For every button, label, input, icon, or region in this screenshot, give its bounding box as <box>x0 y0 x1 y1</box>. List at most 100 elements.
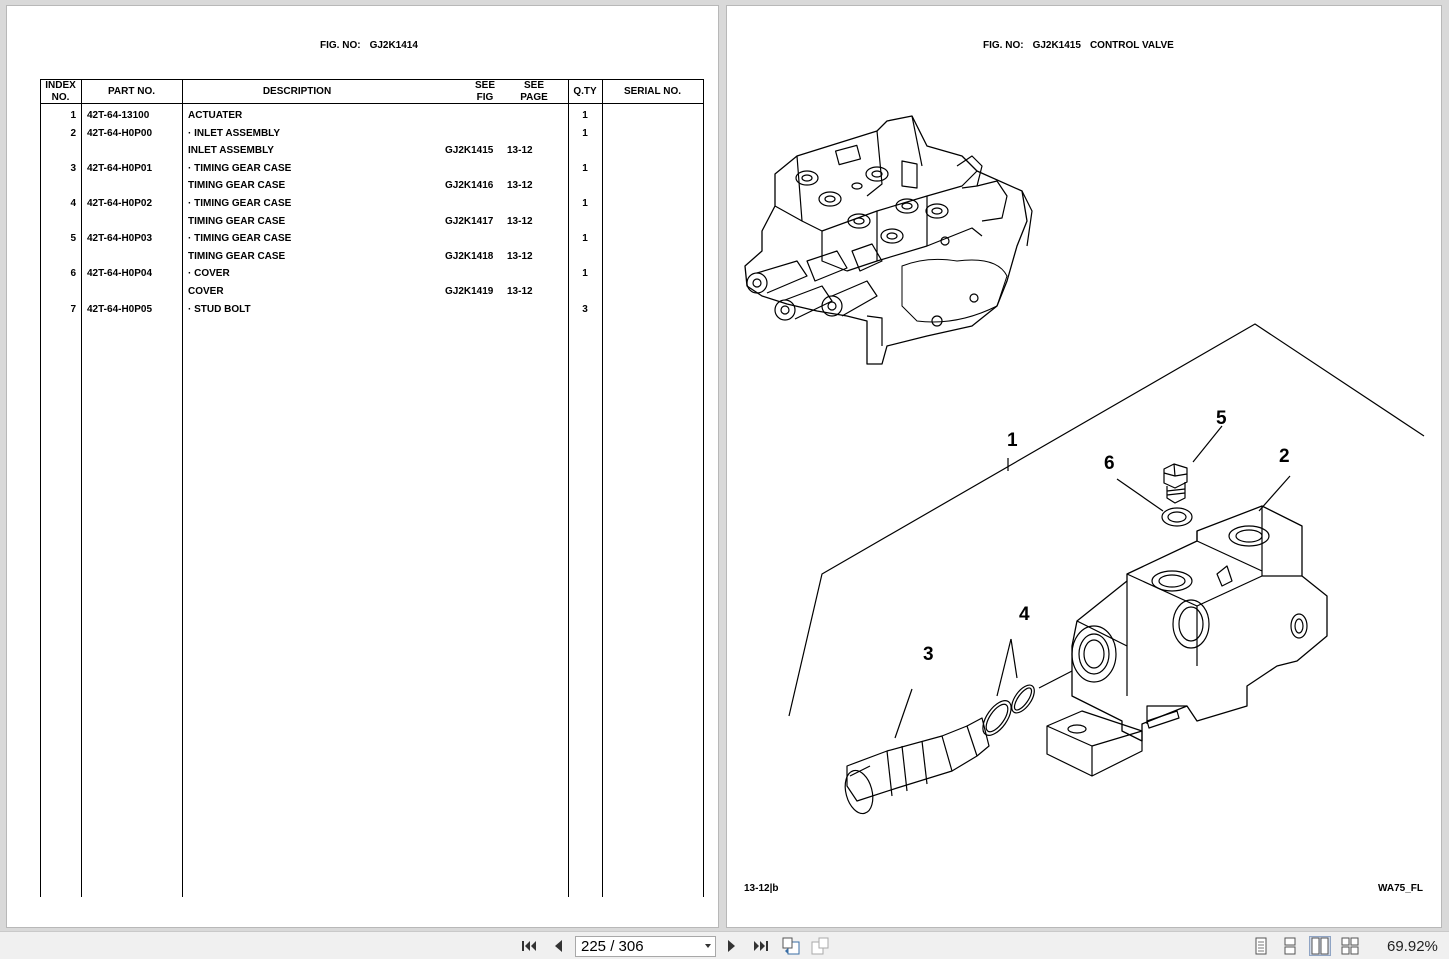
cell-page: 13-12 <box>507 145 533 157</box>
header-serial-no: SERIAL NO. <box>623 86 682 97</box>
exploded-view <box>788 323 1425 815</box>
cell-page: 13-12 <box>507 180 533 192</box>
cell-qty: 3 <box>582 303 588 315</box>
two-page-view-button[interactable] <box>1309 936 1331 956</box>
continuous-view-icon <box>1284 937 1296 955</box>
cell-part: 42T-64-H0P04 <box>87 268 153 280</box>
valve-assembly-overview <box>744 115 1033 365</box>
cell-index: 5 <box>70 233 76 245</box>
cell-desc: TIMING GEAR CASE <box>188 180 286 192</box>
table-row: 5 42T-64-H0P03 · TIMING GEAR CASE 1 <box>40 233 704 250</box>
two-page-continuous-view-button[interactable] <box>1339 936 1361 956</box>
table-row: TIMING GEAR CASE GJ2K1418 13-12 <box>40 251 704 268</box>
cell-fig: GJ2K1415 <box>445 145 494 157</box>
rotate-back-button[interactable] <box>780 936 802 956</box>
callout-4: 4 <box>1019 604 1030 625</box>
cell-desc: · TIMING GEAR CASE <box>188 198 292 209</box>
header-qty: Q.TY <box>573 86 597 97</box>
two-page-continuous-view-icon <box>1341 937 1359 955</box>
continuous-view-button[interactable] <box>1279 936 1301 956</box>
cell-part: 42T-64-H0P00 <box>87 127 153 139</box>
fig-title: CONTROL VALVE <box>1089 40 1174 51</box>
cell-desc: INLET ASSEMBLY <box>188 145 274 157</box>
last-page-button[interactable] <box>750 936 772 956</box>
prev-page-icon <box>555 940 562 952</box>
cell-qty: 1 <box>582 162 588 174</box>
callout-6: 6 <box>1104 453 1115 474</box>
fig-label: FIG. NO: <box>320 40 361 51</box>
rotate-forward-icon <box>811 937 829 955</box>
page-number-select[interactable]: 225 / 306 <box>575 936 716 957</box>
cell-desc: · TIMING GEAR CASE <box>188 233 292 245</box>
single-page-view-icon <box>1255 937 1267 955</box>
cell-fig: GJ2K1416 <box>445 180 494 192</box>
cell-part: 42T-64-H0P03 <box>87 233 153 245</box>
zoom-level[interactable]: 69.92% <box>1387 938 1438 955</box>
rotate-forward-button[interactable] <box>809 936 831 956</box>
callout-5: 5 <box>1216 408 1227 429</box>
cell-qty: 1 <box>582 110 588 121</box>
next-page-button[interactable] <box>721 936 743 956</box>
last-page-icon <box>754 941 768 951</box>
two-page-view-icon <box>1311 937 1329 955</box>
cell-page: 13-12 <box>507 286 533 297</box>
cell-fig: GJ2K1418 <box>445 250 494 262</box>
callout-1: 1 <box>1007 430 1018 451</box>
cell-qty: 1 <box>582 198 588 209</box>
cell-index: 6 <box>70 268 76 280</box>
cell-qty: 1 <box>582 127 588 139</box>
cell-desc: · INLET ASSEMBLY <box>188 127 281 139</box>
rotate-back-icon <box>782 937 800 955</box>
cell-part: 42T-64-H0P02 <box>87 198 153 209</box>
cell-desc: · COVER <box>188 268 230 280</box>
cell-page: 13-12 <box>507 215 533 227</box>
single-page-view-button[interactable] <box>1250 936 1272 956</box>
cell-index: 4 <box>70 198 76 209</box>
cell-index: 7 <box>70 303 76 315</box>
cell-fig: GJ2K1417 <box>445 215 494 227</box>
cell-qty: 1 <box>582 268 588 280</box>
callout-2: 2 <box>1279 446 1290 467</box>
fig-number-header: FIG. NO: GJ2K1414 <box>320 40 418 51</box>
cell-desc: · TIMING GEAR CASE <box>188 162 292 174</box>
cell-desc: TIMING GEAR CASE <box>188 215 286 227</box>
fig-number: GJ2K1414 <box>369 40 418 51</box>
next-page-icon <box>728 940 735 952</box>
header-part-no: PART NO. <box>107 86 156 97</box>
prev-page-button[interactable] <box>547 936 569 956</box>
cell-desc: · STUD BOLT <box>188 303 251 315</box>
cell-part: 42T-64-13100 <box>87 110 150 121</box>
first-page-button[interactable] <box>518 936 540 956</box>
table-row: INLET ASSEMBLY GJ2K1415 13-12 <box>40 145 704 162</box>
cell-desc: TIMING GEAR CASE <box>188 250 286 262</box>
table-row: TIMING GEAR CASE GJ2K1416 13-12 <box>40 180 704 197</box>
table-row: 4 42T-64-H0P02 · TIMING GEAR CASE 1 <box>40 198 704 215</box>
control-valve-diagram <box>744 115 1425 815</box>
cell-fig: GJ2K1419 <box>445 286 494 297</box>
cell-desc: COVER <box>188 286 224 297</box>
cell-qty: 1 <box>582 233 588 245</box>
page-number-display: 225 / 306 <box>581 938 644 955</box>
page-footer-left: 13-12|b <box>744 883 779 894</box>
fig-label: FIG. NO: <box>983 40 1024 51</box>
cell-desc: ACTUATER <box>188 110 243 121</box>
table-row: 6 42T-64-H0P04 · COVER 1 <box>40 268 704 285</box>
table-row: COVER GJ2K1419 13-12 <box>40 286 704 303</box>
table-row: TIMING GEAR CASE GJ2K1417 13-12 <box>40 216 704 233</box>
cell-part: 42T-64-H0P01 <box>87 162 153 174</box>
header-description: DESCRIPTION <box>262 86 332 97</box>
page-footer-right: WA75_FL <box>1377 883 1423 894</box>
chevron-down-icon <box>705 944 711 948</box>
cell-page: 13-12 <box>507 250 533 262</box>
